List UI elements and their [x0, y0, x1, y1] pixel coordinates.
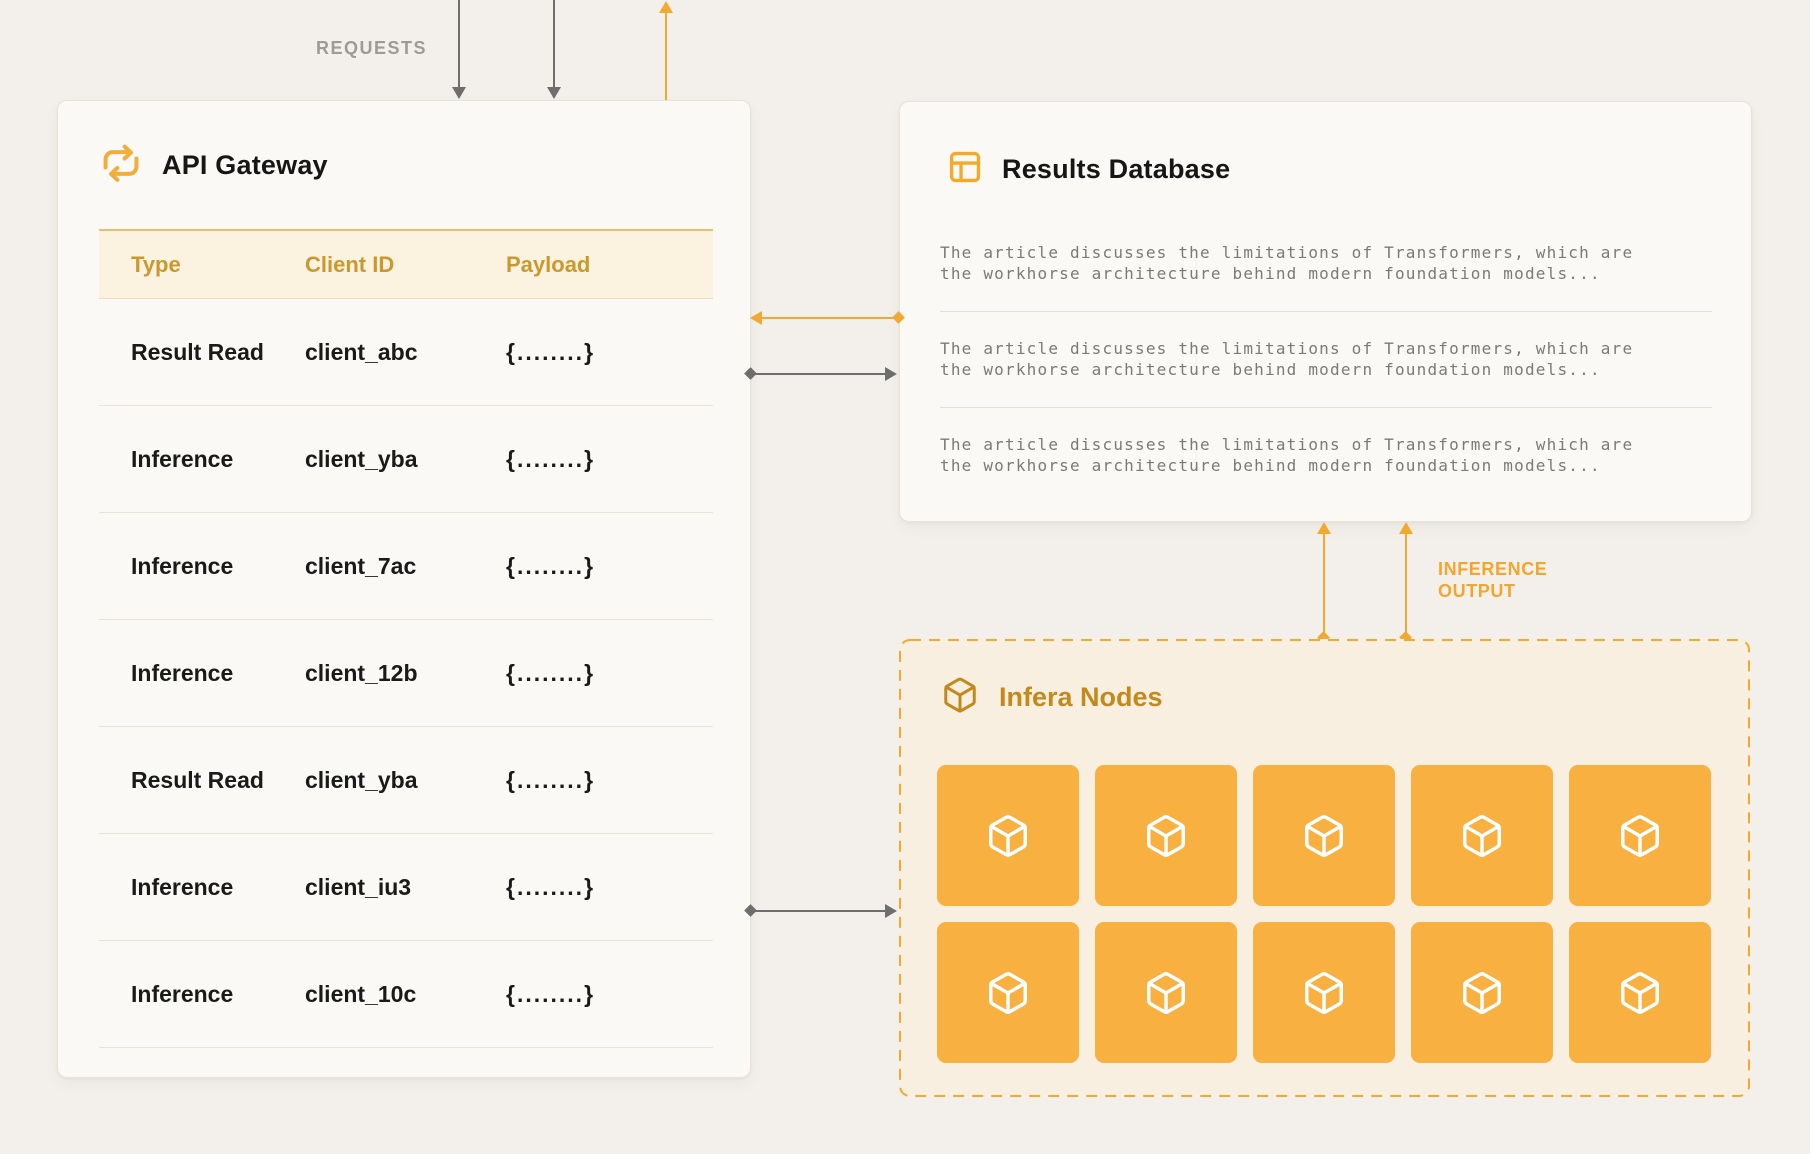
cell-type: Inference: [131, 552, 234, 579]
results-database-title: Results Database: [1002, 154, 1231, 184]
node-grid: [937, 765, 1711, 1063]
cube-icon: [1305, 971, 1343, 1014]
cell-client-id: client_iu3: [305, 873, 412, 900]
cube-icon: [989, 971, 1027, 1014]
column-header-type: Type: [131, 251, 181, 277]
node-tile: [1253, 765, 1395, 906]
table-row: Inference client_yba {........}: [99, 406, 713, 513]
table-row: Inference client_10c {........}: [99, 941, 713, 1048]
table-row: Result Read client_yba {........}: [99, 727, 713, 834]
cell-payload: {........}: [506, 659, 596, 686]
cube-icon: [1147, 814, 1185, 857]
cube-icon: [1621, 814, 1659, 857]
column-header-client-id: Client ID: [305, 251, 395, 277]
api-gateway-card: API Gateway Type Client ID Payload Resul…: [57, 100, 751, 1078]
cell-type: Inference: [131, 980, 234, 1007]
cell-client-id: client_7ac: [305, 552, 417, 579]
cell-type: Inference: [131, 873, 234, 900]
result-entry: The article discusses the limitations of…: [940, 312, 1712, 408]
cell-client-id: client_yba: [305, 445, 418, 472]
cell-client-id: client_10c: [305, 980, 417, 1007]
cell-type: Inference: [131, 445, 234, 472]
result-entry: The article discusses the limitations of…: [940, 216, 1712, 312]
table-icon: [946, 148, 984, 191]
cell-type: Result Read: [131, 338, 264, 365]
gateway-request-table: Type Client ID Payload Result Read client…: [99, 229, 713, 1048]
table-row: Inference client_iu3 {........}: [99, 834, 713, 941]
node-tile: [1411, 922, 1553, 1063]
cell-client-id: client_yba: [305, 766, 418, 793]
api-gateway-title: API Gateway: [162, 150, 328, 180]
infera-nodes-title: Infera Nodes: [999, 682, 1163, 712]
cell-payload: {........}: [506, 980, 596, 1007]
node-tile: [1095, 765, 1237, 906]
infera-nodes-box: Infera Nodes: [899, 639, 1750, 1097]
table-row: Result Read client_abc {........}: [99, 299, 713, 406]
cube-icon: [941, 676, 979, 719]
cell-type: Result Read: [131, 766, 264, 793]
requests-label: REQUESTS: [316, 38, 428, 58]
results-list: The article discusses the limitations of…: [940, 216, 1712, 503]
node-tile: [937, 922, 1079, 1063]
node-tile: [937, 765, 1079, 906]
cube-icon: [989, 814, 1027, 857]
table-row: Inference client_7ac {........}: [99, 513, 713, 620]
results-database-card: Results Database The article discusses t…: [899, 101, 1752, 522]
table-row: Inference client_12b {........}: [99, 620, 713, 727]
cell-payload: {........}: [506, 445, 596, 472]
cube-icon: [1147, 971, 1185, 1014]
cell-payload: {........}: [506, 873, 596, 900]
cube-icon: [1621, 971, 1659, 1014]
cell-payload: {........}: [506, 766, 596, 793]
node-tile: [1095, 922, 1237, 1063]
cell-payload: {........}: [506, 552, 596, 579]
node-tile: [1569, 765, 1711, 906]
cell-client-id: client_abc: [305, 338, 418, 365]
cell-type: Inference: [131, 659, 234, 686]
cube-icon: [1463, 971, 1501, 1014]
column-header-payload: Payload: [506, 251, 591, 277]
table-header-row: Type Client ID Payload: [99, 229, 713, 299]
result-entry: The article discusses the limitations of…: [940, 435, 1634, 475]
cell-client-id: client_12b: [305, 659, 418, 686]
cube-icon: [1305, 814, 1343, 857]
cell-payload: {........}: [506, 338, 596, 365]
node-tile: [1253, 922, 1395, 1063]
node-tile: [1411, 765, 1553, 906]
cube-icon: [1463, 814, 1501, 857]
sync-icon: [98, 143, 144, 188]
node-tile: [1569, 922, 1711, 1063]
inference-output-label: INFERENCE OUTPUT: [1438, 559, 1548, 601]
